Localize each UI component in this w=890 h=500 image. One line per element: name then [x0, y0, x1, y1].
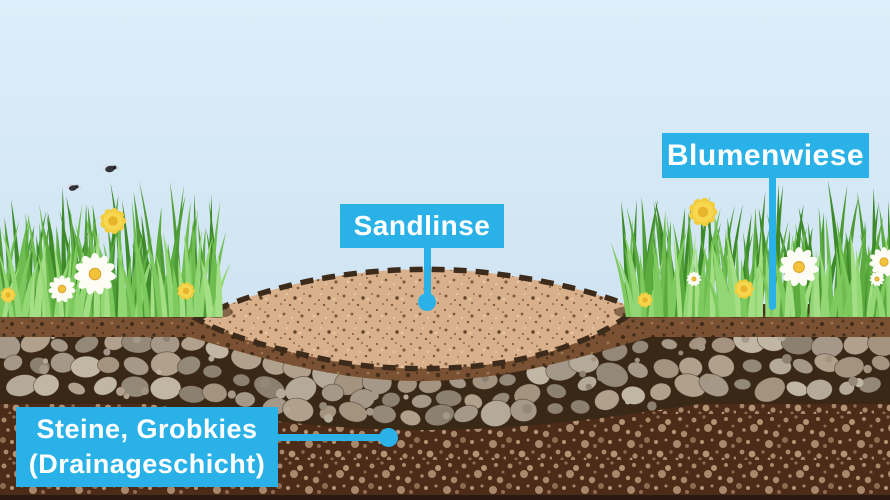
sandlinse-label: Sandlinse: [340, 204, 504, 248]
drainage-label-line1: Steine, Grobkies: [36, 414, 258, 444]
blumenwiese-label: Blumenwiese: [662, 133, 869, 178]
insect-icon: [66, 183, 81, 191]
soil-cross-section: [0, 266, 890, 500]
meadow-flowers: [0, 197, 890, 308]
sandlinse-pointer-dot: [418, 293, 436, 311]
bottom-edge: [0, 495, 890, 500]
sandlinse-pointer-line: [424, 247, 431, 297]
sandlinse-label-text: Sandlinse: [353, 210, 491, 241]
drainage-pointer-dot: [379, 428, 398, 447]
drainage-pointer-line: [274, 434, 384, 441]
drainage-label-line2: (Drainageschicht): [28, 449, 266, 479]
blumenwiese-pointer-line: [769, 177, 776, 310]
insect-icon: [102, 163, 120, 173]
sand-lens-body: [197, 269, 636, 369]
drainage-label: Steine, Grobkies (Drainageschicht): [16, 407, 278, 487]
insect-icons: [66, 163, 120, 191]
blumenwiese-label-text: Blumenwiese: [666, 138, 865, 172]
